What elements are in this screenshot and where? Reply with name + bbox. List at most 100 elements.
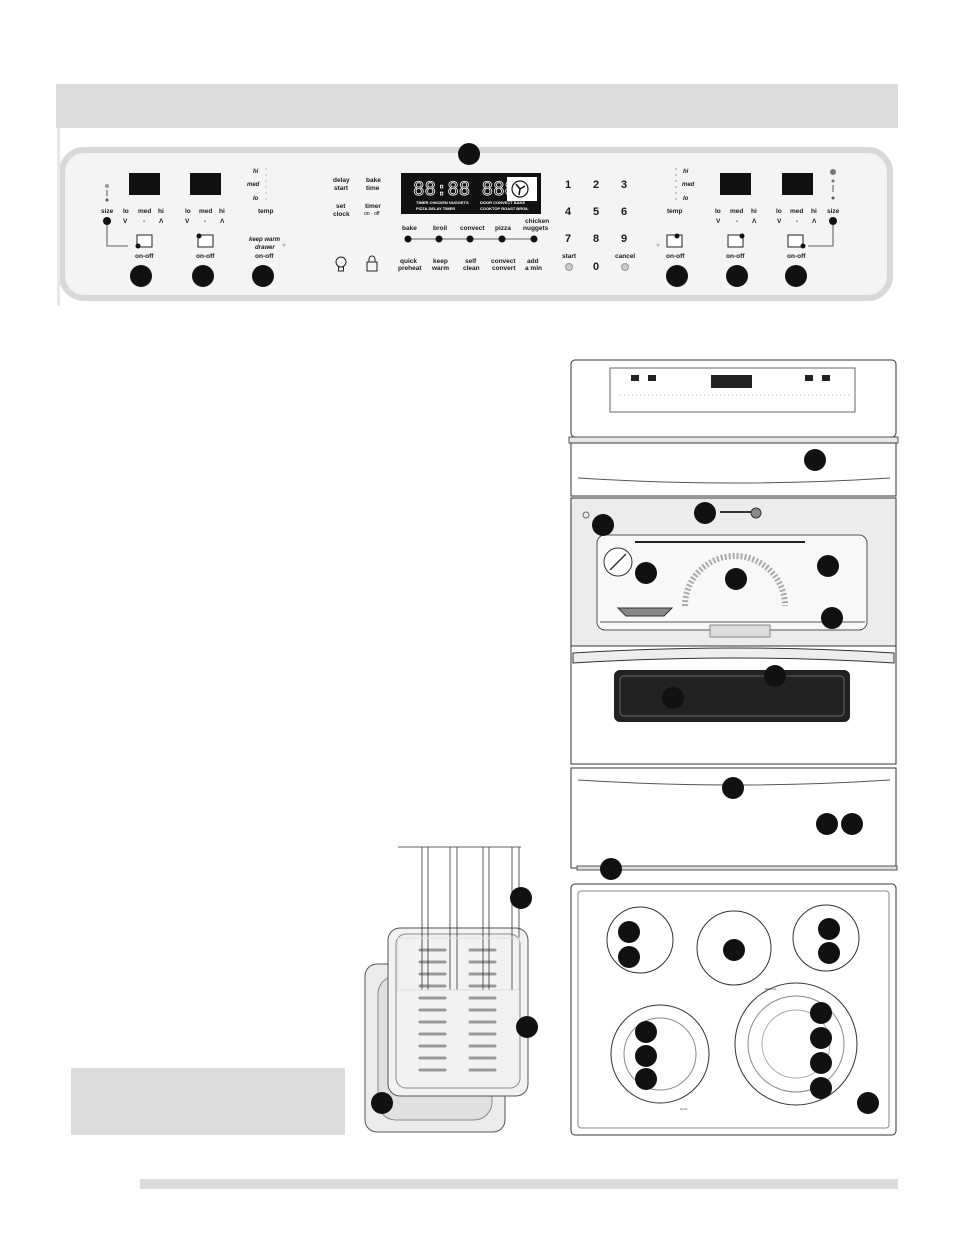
quick-preheat-key[interactable]: quick [400, 258, 417, 265]
svg-text:COOKTOP ROAST BROIL: COOKTOP ROAST BROIL [480, 206, 529, 211]
svg-text:Λ: Λ [220, 218, 225, 225]
left-rear-element [606, 906, 674, 974]
bake-key[interactable]: bake [402, 225, 417, 232]
callout-upper [804, 449, 826, 471]
svg-text:0: 0 [593, 261, 599, 273]
svg-text:hi: hi [158, 208, 164, 215]
number-keypad[interactable]: 1 2 3 4 5 6 7 8 9 0 [565, 179, 627, 273]
left-rear-level-labels: lo med hi V - Λ [123, 208, 164, 225]
right-front-element [734, 982, 858, 1106]
svg-text:convert: convert [492, 265, 516, 272]
svg-text:-: - [143, 218, 145, 225]
right-front-element-display [720, 173, 751, 195]
left-rear-on-off-label: on-off [135, 253, 154, 260]
callout-lr-b [618, 946, 640, 968]
right-size-indicator-icon [830, 169, 836, 175]
svg-text:warm: warm [431, 265, 449, 272]
svg-text:4: 4 [565, 206, 572, 218]
size-indicator-icon [105, 184, 109, 188]
convect-convert-key[interactable]: convect [491, 258, 516, 265]
add-a-min-key[interactable]: add [527, 258, 539, 265]
delay-start-key[interactable]: delay [333, 177, 350, 184]
svg-text:med: med [790, 208, 803, 215]
upper-panel [570, 442, 897, 497]
callout-display [458, 143, 480, 165]
svg-text:med: med [199, 208, 212, 215]
start-key[interactable]: start [562, 253, 577, 260]
right-size-button[interactable] [829, 217, 837, 225]
callout-lr-a [618, 921, 640, 943]
right-rear-on-off-button[interactable] [787, 234, 804, 248]
callout-pan-insert [516, 1016, 538, 1038]
pizza-key[interactable]: pizza [495, 225, 511, 232]
self-clean-key[interactable]: self [465, 258, 477, 265]
svg-text:PIZZA DELAY TIMER: PIZZA DELAY TIMER [416, 206, 455, 211]
broil-key[interactable]: broil [433, 225, 447, 232]
right-temp-hi-label: hi [683, 169, 689, 175]
right-temp-on-off-button[interactable] [666, 234, 683, 248]
callout-rr-a [818, 918, 840, 940]
cancel-key[interactable]: cancel [615, 253, 635, 260]
svg-text:lo: lo [776, 208, 782, 215]
callout-lf-b [635, 1045, 657, 1067]
convection-fan-icon [507, 177, 537, 201]
chicken-nuggets-key[interactable]: chicken [525, 218, 549, 225]
oven-lock-icon[interactable] [366, 255, 378, 272]
left-rear-on-off-button[interactable] [136, 234, 153, 248]
svg-text:lo: lo [123, 208, 129, 215]
svg-text:on-off: on-off [666, 253, 685, 260]
left-front-on-off-label: on-off [196, 253, 215, 260]
svg-text:V: V [185, 218, 190, 225]
temp-med-label: med [247, 182, 260, 188]
svg-text:V: V [123, 218, 128, 225]
callout-drawer-handle [722, 777, 744, 799]
callout-drawer-b [841, 813, 863, 835]
svg-text:8: 8 [593, 233, 599, 245]
svg-text:a min: a min [525, 265, 542, 272]
keep-warm-on-off-button[interactable]: on-off [255, 253, 274, 260]
convect-key[interactable]: convect [460, 225, 485, 232]
svg-text:V: V [777, 218, 782, 225]
callout-center [723, 939, 745, 961]
callout-lf-a [635, 1021, 657, 1043]
callout-rf-c [810, 1052, 832, 1074]
svg-text:clean: clean [463, 265, 480, 272]
svg-text:on · off: on · off [364, 211, 380, 217]
svg-text:med: med [682, 182, 695, 188]
left-front-element [610, 1004, 710, 1104]
right-front-on-off-button[interactable] [727, 234, 744, 248]
svg-text:5: 5 [593, 206, 599, 218]
svg-text:TIMER CHICKEN NUGGETS: TIMER CHICKEN NUGGETS [416, 200, 469, 205]
broiler-pan [364, 846, 538, 1133]
set-clock-key[interactable]: set [336, 203, 346, 210]
timer-key[interactable]: timer [365, 203, 381, 210]
svg-text:BRIDGE: BRIDGE [765, 987, 777, 991]
right-front-level-labels: lo med hi V - Λ [715, 208, 757, 225]
svg-text:-: - [204, 218, 206, 225]
callout-left-rear [130, 265, 152, 287]
svg-text:start: start [334, 185, 349, 192]
svg-text:nuggets: nuggets [523, 225, 549, 232]
control-panel-diagram: size lo med hi V - Λ lo med hi V - Λ hi … [57, 128, 893, 306]
meat-probe-jack [750, 507, 762, 519]
bake-time-key[interactable]: bake [366, 177, 381, 184]
temp-lo-label: lo [253, 196, 259, 202]
svg-text:3: 3 [621, 179, 627, 191]
note-box [71, 1068, 345, 1135]
keep-warm-key[interactable]: keep [433, 258, 448, 265]
svg-text:88:88 888: 88:88 888 [413, 178, 516, 200]
right-rear-element [792, 904, 860, 972]
callout-pan-grid [510, 887, 532, 909]
footer-bar [140, 1179, 898, 1189]
callout-drawer-a [816, 813, 838, 835]
light-bulb-icon[interactable] [335, 256, 347, 272]
svg-text:1: 1 [565, 179, 571, 191]
right-rear-element-display [782, 173, 813, 195]
svg-text:V: V [716, 218, 721, 225]
svg-text:lo: lo [683, 196, 689, 202]
svg-text:-: - [796, 218, 798, 225]
svg-text:lo: lo [715, 208, 721, 215]
left-front-on-off-button[interactable] [197, 234, 214, 248]
svg-text:Λ: Λ [752, 218, 757, 225]
left-size-button[interactable] [103, 217, 111, 225]
